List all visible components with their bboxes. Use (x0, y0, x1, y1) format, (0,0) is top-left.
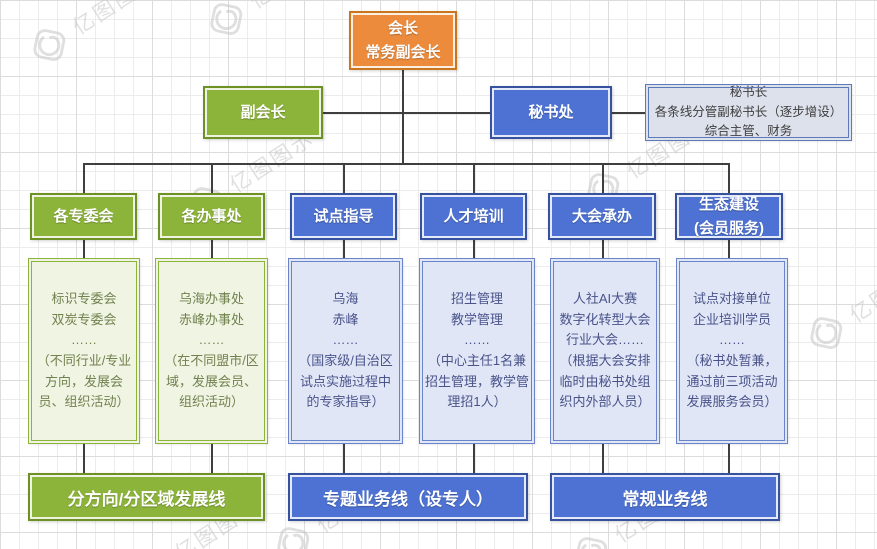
node-dept-committees: 各专委会 (30, 193, 137, 240)
detail-offices: 乌海办事处 赤峰办事处 …… （在不同盟市/区域，发展会员、组织活动） (155, 258, 268, 444)
node-dept-offices: 各办事处 (158, 193, 265, 240)
connector (473, 163, 475, 193)
node-label: 各专委会 (53, 207, 114, 225)
connector (402, 70, 404, 163)
connector (211, 163, 213, 193)
connector (343, 163, 345, 193)
node-label: 试点指导 (313, 207, 374, 225)
node-label: 生态建设 (会员服务) (694, 196, 764, 237)
node-label: 副会长 (240, 103, 286, 121)
detail-text: 招生管理 教学管理 …… （中心主任1名兼招生管理，教学管理招1人） (425, 291, 530, 410)
watermark-text: 亿图图示 (243, 0, 340, 15)
connector (343, 240, 345, 258)
detail-ecosystem: 试点对接单位 企业培训学员 …… （秘书处暂兼，通过前三项活动发展服务会员） (676, 258, 788, 444)
detail-pilot-guidance: 乌海 赤峰 …… （国家级/自治区试点实施过程中的专家指导） (288, 258, 403, 444)
node-secretariat: 秘书处 (490, 86, 612, 139)
line-development: 分方向/分区域发展线 (28, 473, 265, 521)
connector (83, 163, 729, 165)
edraw-watermark: 亿图图示 (17, 0, 167, 77)
connector (83, 163, 85, 193)
line-special-business: 专题业务线（设专人） (288, 473, 528, 521)
node-label: 大会承办 (571, 207, 632, 225)
connector (211, 240, 213, 258)
edraw-watermark: 亿图图示 (794, 245, 877, 365)
node-dept-pilot-guidance: 试点指导 (290, 193, 397, 240)
note-secretary-general: 秘书长 各条线分管副秘书长（逐步增设） 综合主管、财务 (645, 84, 852, 141)
connector (602, 444, 604, 473)
connector (83, 444, 85, 473)
node-vice-president: 副会长 (203, 86, 323, 139)
connector (602, 240, 604, 258)
connector (83, 240, 85, 258)
detail-text: 标识专委会 双炭专委会 …… （不同行业/专业方向，发展会员、组织活动） (36, 291, 132, 410)
connector (612, 112, 645, 114)
line-label: 常规业务线 (622, 489, 708, 509)
edraw-logo-icon (33, 29, 66, 61)
node-label: 各办事处 (181, 207, 242, 225)
connector (343, 444, 345, 473)
connector (602, 163, 604, 193)
edraw-logo-icon (575, 537, 608, 549)
connector (728, 240, 730, 258)
node-label: 秘书处 (528, 103, 574, 121)
line-label: 分方向/分区域发展线 (67, 489, 226, 509)
edraw-logo-icon (810, 317, 843, 349)
edraw-logo-icon (210, 3, 243, 35)
detail-conference-hosting: 人社AI大赛 数字化转型大会 行业大会…… （根据大会安排临时由秘书处组织内外部… (550, 258, 660, 444)
edraw-watermark: 亿图图示 (194, 0, 344, 51)
connector (473, 240, 475, 258)
connector (473, 444, 475, 473)
detail-text: 试点对接单位 企业培训学员 …… （秘书处暂兼，通过前三项活动发展服务会员） (686, 291, 778, 410)
node-dept-ecosystem: 生态建设 (会员服务) (675, 193, 783, 240)
line-regular-business: 常规业务线 (550, 473, 780, 521)
node-dept-talent-training: 人才培训 (420, 193, 527, 240)
connector (728, 163, 730, 193)
connector (211, 444, 213, 473)
detail-committees: 标识专委会 双炭专委会 …… （不同行业/专业方向，发展会员、组织活动） (28, 258, 140, 444)
connector (728, 444, 730, 473)
line-label: 专题业务线（设专人） (323, 489, 493, 509)
node-label: 会长 常务副会长 (365, 20, 441, 61)
watermark-text: 亿图图示 (846, 256, 877, 328)
detail-talent-training: 招生管理 教学管理 …… （中心主任1名兼招生管理，教学管理招1人） (419, 258, 535, 444)
edraw-logo-icon (119, 539, 183, 549)
node-dept-conference-hosting: 大会承办 (548, 193, 656, 240)
note-text: 秘书长 各条线分管副秘书长（逐步增设） 综合主管、财务 (654, 85, 843, 139)
detail-text: 乌海办事处 赤峰办事处 …… （在不同盟市/区域，发展会员、组织活动） (164, 291, 259, 410)
watermark-text: 亿图图示 (69, 0, 163, 40)
detail-text: 人社AI大赛 数字化转型大会 行业大会…… （根据大会安排临时由秘书处组织内外部… (559, 291, 651, 410)
node-president: 会长 常务副会长 (349, 11, 457, 70)
node-label: 人才培训 (443, 207, 504, 225)
connector (323, 112, 490, 114)
detail-text: 乌海 赤峰 …… （国家级/自治区试点实施过程中的专家指导） (298, 291, 393, 410)
